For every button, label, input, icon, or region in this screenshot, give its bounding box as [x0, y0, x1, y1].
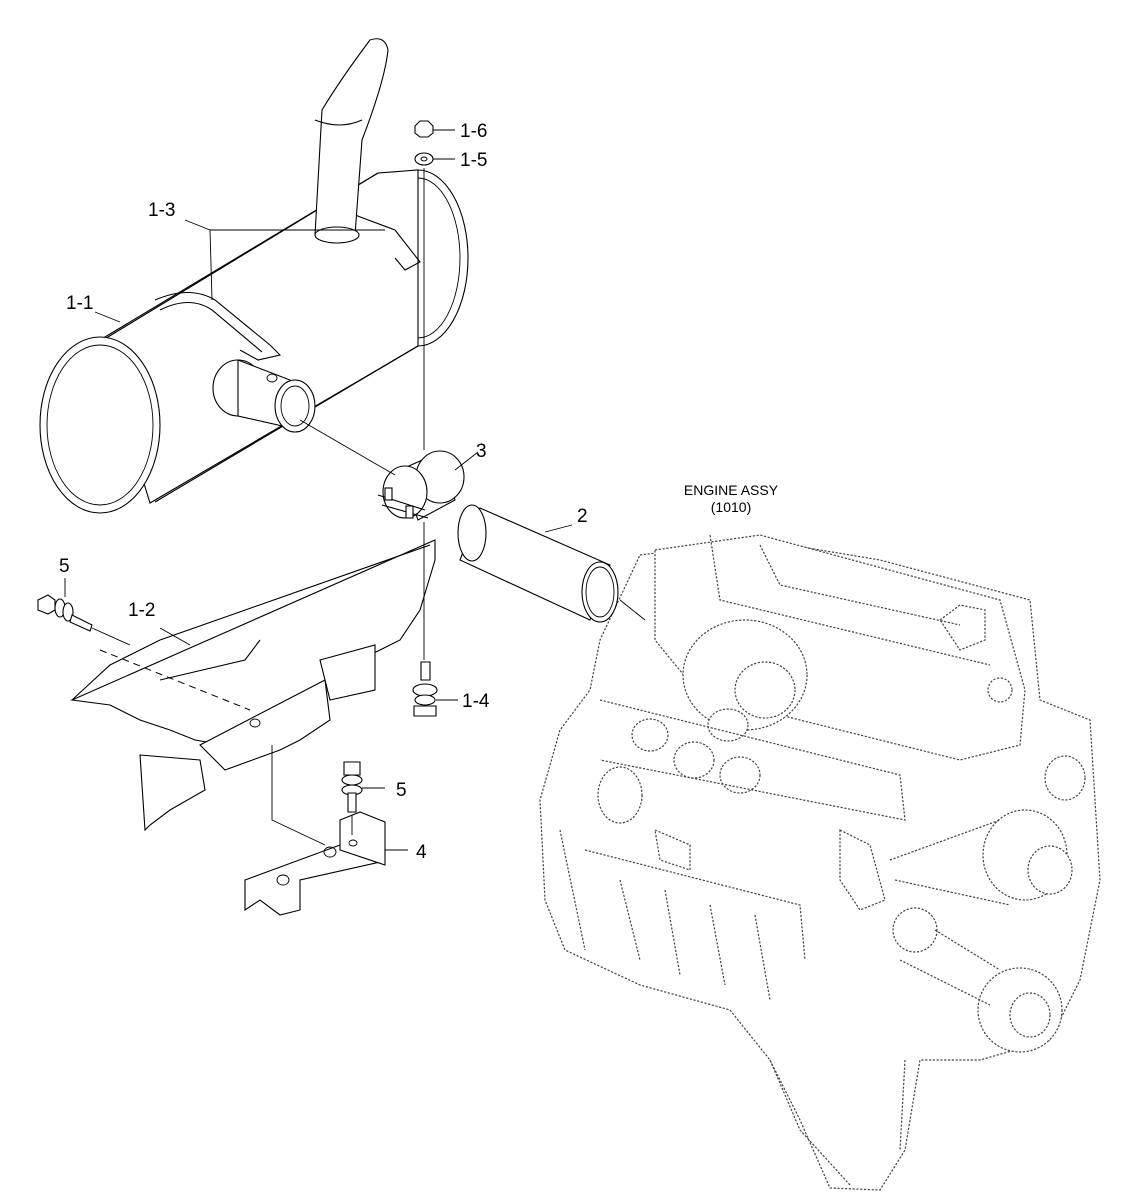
hardware [37, 120, 438, 813]
callout-2: 2 [577, 506, 588, 527]
callout-1-3: 1-3 [148, 200, 175, 221]
muffler [39, 38, 469, 514]
heat-shield [69, 539, 436, 832]
engine-assy-label: ENGINE ASSY [684, 482, 779, 498]
callout-1-5: 1-5 [460, 150, 487, 171]
pipe-clamp [377, 450, 465, 521]
engine-assembly [539, 534, 1101, 1191]
muffler-bracket [244, 811, 386, 916]
leader-lines [64, 129, 646, 851]
callout-1-1: 1-1 [66, 293, 93, 314]
callout-1-4: 1-4 [462, 691, 490, 712]
callout-4: 4 [416, 842, 427, 863]
callout-5-right: 5 [396, 780, 407, 801]
callout-1-2: 1-2 [128, 600, 155, 621]
callout-1-6: 1-6 [460, 121, 487, 142]
engine-assy-ref: (1010) [711, 499, 751, 515]
callout-5-left: 5 [59, 556, 70, 577]
exhaust-pipe [457, 504, 619, 623]
callout-3: 3 [476, 441, 487, 462]
